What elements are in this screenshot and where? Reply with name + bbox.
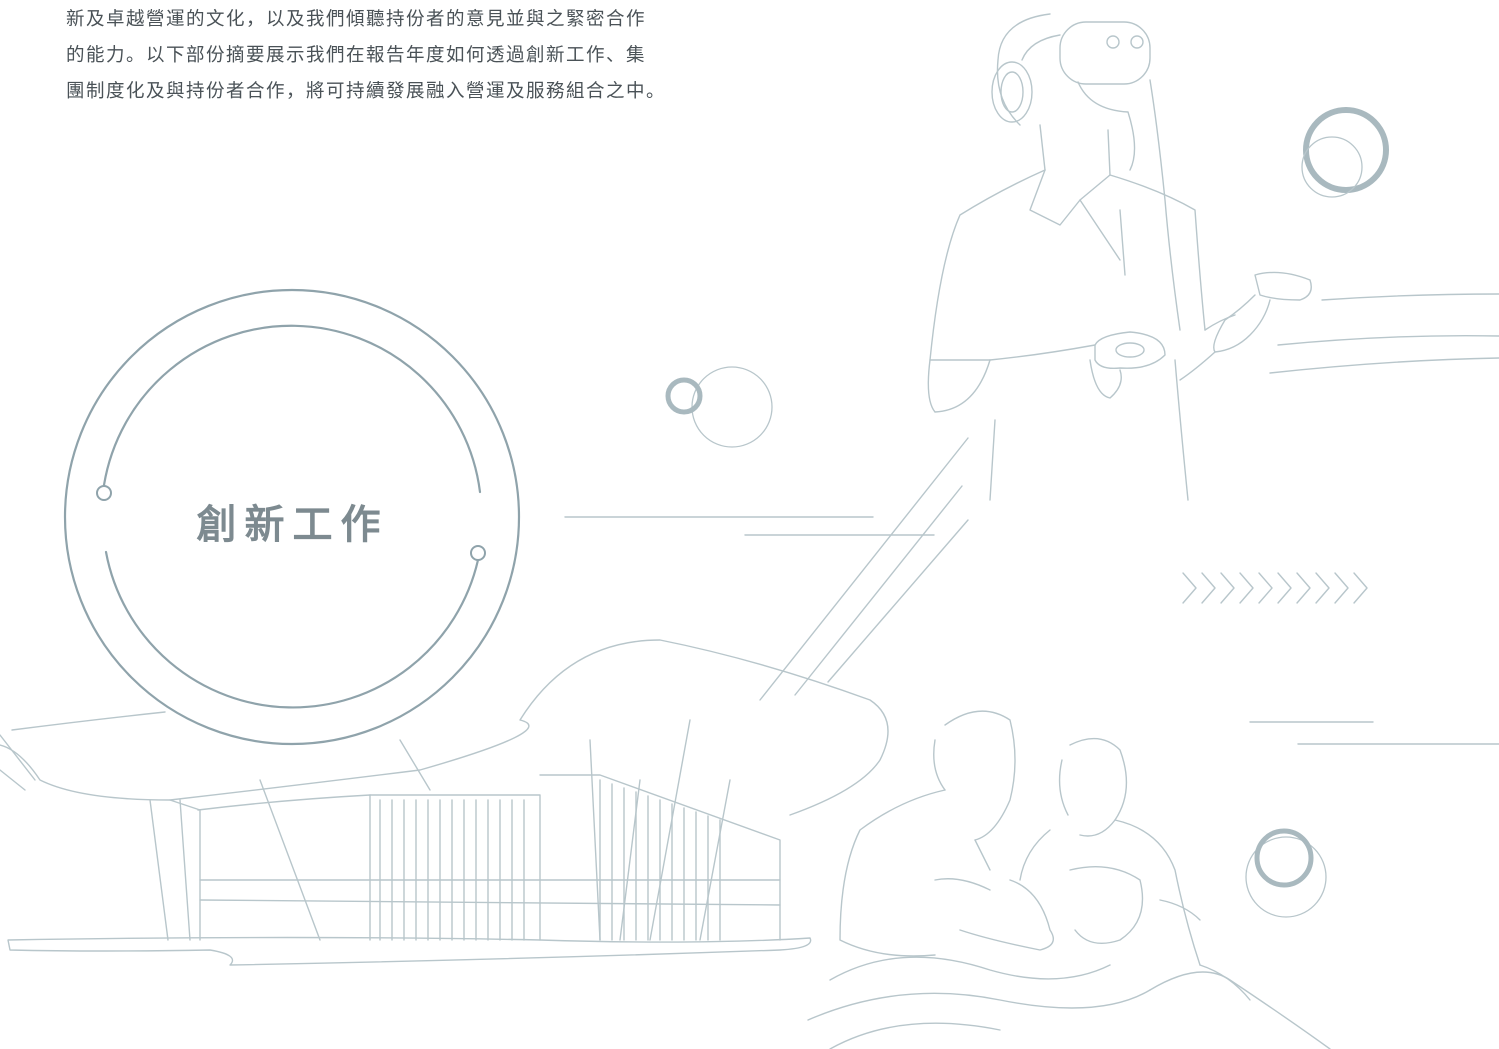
ring-decor-bottom-right bbox=[1245, 828, 1327, 918]
intro-line: 新及卓越營運的文化，以及我們傾聽持份者的意見並與之緊密合作 bbox=[66, 9, 647, 30]
emblem-outer-ring bbox=[63, 288, 521, 746]
accent-lines bbox=[564, 293, 1499, 745]
intro-line: 的能力。以下部份摘要展示我們在報告年度如何透過創新工作、集 bbox=[66, 45, 647, 66]
family-reading-illustration bbox=[807, 710, 1331, 1049]
ring-decor-middle bbox=[665, 366, 773, 448]
emblem-inner-arc-bottom bbox=[104, 550, 480, 709]
emblem-dot-left bbox=[96, 485, 112, 501]
intro-line: 團制度化及與持份者合作，將可持續發展融入營運及服務組合之中。 bbox=[66, 81, 667, 102]
intro-paragraph: 新及卓越營運的文化，以及我們傾聽持份者的意見並與之緊密合作 的能力。以下部份摘要… bbox=[66, 2, 706, 110]
section-title: 創新工作 bbox=[196, 502, 389, 548]
emblem-inner-arc-top bbox=[102, 324, 482, 494]
section-emblem bbox=[63, 288, 521, 746]
emblem-dot-right bbox=[470, 545, 486, 561]
ring-decor-top-right bbox=[1301, 107, 1389, 198]
chevron-arrows-icon bbox=[1182, 572, 1368, 604]
stadium-building-illustration bbox=[0, 639, 889, 966]
person-with-vr-headset-illustration bbox=[927, 13, 1312, 501]
